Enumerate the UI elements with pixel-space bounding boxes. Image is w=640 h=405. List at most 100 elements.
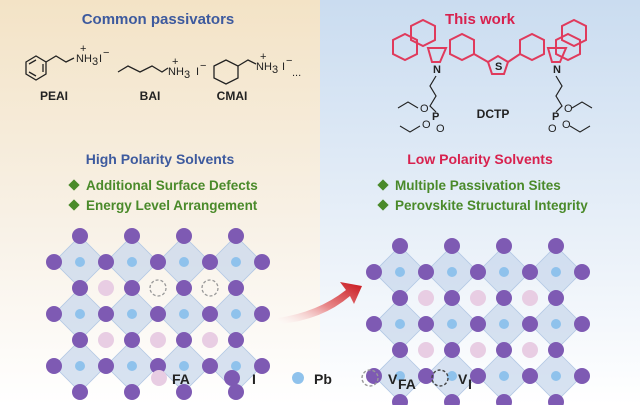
peai-ammonium-label: NH 3 + I − <box>76 43 109 68</box>
i-ion <box>72 280 88 296</box>
i-ion <box>72 384 88 400</box>
fa-cation <box>418 290 434 306</box>
legend-vfa-sub: FA <box>398 376 416 392</box>
left-bullet-2: Energy Level Arrangement <box>86 198 258 213</box>
pb-ion <box>395 267 405 277</box>
fa-cation <box>470 342 486 358</box>
i-ion <box>150 306 166 322</box>
i-ion <box>228 384 244 400</box>
i-ion <box>522 316 538 332</box>
pb-ion <box>447 319 457 329</box>
i-ion <box>522 368 538 384</box>
right-solvent-heading: Low Polarity Solvents <box>407 151 553 167</box>
i-ion <box>548 394 564 405</box>
fa-cation <box>98 332 114 348</box>
svg-text:−: − <box>200 60 206 72</box>
svg-text:...: ... <box>292 67 301 79</box>
bai-structure <box>117 65 169 73</box>
bullet-diamond-icon <box>377 199 389 211</box>
pb-ion <box>231 361 241 371</box>
svg-text:I: I <box>99 53 102 65</box>
cmai-label: CMAI <box>217 89 248 103</box>
svg-text:O: O <box>548 123 557 135</box>
cmai-structure <box>213 59 257 85</box>
i-ion <box>124 280 140 296</box>
pb-ion <box>499 371 509 381</box>
peai-label: PEAI <box>40 89 68 103</box>
dctp-structure <box>392 18 587 75</box>
i-ion <box>72 332 88 348</box>
svg-text:S: S <box>495 61 502 73</box>
svg-text:I: I <box>196 66 199 78</box>
fa-cation <box>522 342 538 358</box>
legend-fa-swatch <box>151 370 167 386</box>
fa-cation <box>202 332 218 348</box>
left-bullet-list: Additional Surface Defects Energy Level … <box>68 178 258 213</box>
i-ion <box>574 264 590 280</box>
pb-ion <box>231 309 241 319</box>
pb-ion <box>551 267 561 277</box>
legend-vi-swatch <box>431 369 449 387</box>
svg-text:3: 3 <box>92 56 98 68</box>
left-solvent-heading: High Polarity Solvents <box>86 151 235 167</box>
i-ion <box>392 238 408 254</box>
pb-ion <box>179 309 189 319</box>
fa-vacancy <box>149 279 167 297</box>
svg-text:+: + <box>260 51 266 63</box>
i-ion <box>522 264 538 280</box>
dctp-atoms: N S N <box>433 61 561 76</box>
i-ion <box>366 316 382 332</box>
i-ion <box>202 306 218 322</box>
i-ion <box>98 254 114 270</box>
fa-cation <box>150 332 166 348</box>
fa-vacancy <box>201 279 219 297</box>
pb-ion <box>75 257 85 267</box>
dctp-phosphonate-left: P O O O <box>420 103 445 135</box>
lattice-high-polarity <box>46 228 270 400</box>
legend: FA I Pb V FA V I <box>151 369 472 392</box>
legend-i-swatch <box>224 370 240 386</box>
legend-vfa-label: V <box>388 371 398 387</box>
pb-ion <box>75 361 85 371</box>
lattice-low-polarity <box>366 238 590 405</box>
i-ion <box>366 264 382 280</box>
pb-ion <box>231 257 241 267</box>
dctp-ethyl-groups <box>397 101 593 133</box>
i-ion <box>418 368 434 384</box>
svg-text:I: I <box>282 61 285 73</box>
i-ion <box>176 332 192 348</box>
i-ion <box>444 238 460 254</box>
pb-ion <box>179 257 189 267</box>
i-ion <box>254 358 270 374</box>
svg-text:O: O <box>422 119 431 131</box>
i-ion <box>202 254 218 270</box>
i-ion <box>150 254 166 270</box>
i-ion <box>46 306 62 322</box>
pb-ion <box>499 319 509 329</box>
i-ion <box>124 228 140 244</box>
pb-ion <box>127 257 137 267</box>
i-ion <box>574 368 590 384</box>
i-ion <box>46 358 62 374</box>
i-ion <box>228 332 244 348</box>
bai-label: BAI <box>140 89 161 103</box>
i-ion <box>392 342 408 358</box>
pb-ion <box>75 309 85 319</box>
right-bullet-1: Multiple Passivation Sites <box>395 178 561 193</box>
fa-cation <box>522 290 538 306</box>
i-ion <box>124 384 140 400</box>
svg-text:NH: NH <box>76 53 92 65</box>
transition-arrow <box>278 282 362 324</box>
i-ion <box>98 306 114 322</box>
pb-ion <box>499 267 509 277</box>
svg-text:+: + <box>172 56 178 68</box>
fa-cation <box>470 290 486 306</box>
i-ion <box>46 254 62 270</box>
i-ion <box>72 228 88 244</box>
right-bullet-2: Perovskite Structural Integrity <box>395 198 588 213</box>
i-ion <box>470 368 486 384</box>
svg-text:3: 3 <box>184 69 190 81</box>
svg-text:O: O <box>420 103 429 115</box>
svg-text:−: − <box>103 47 109 59</box>
svg-text:NH: NH <box>168 66 184 78</box>
